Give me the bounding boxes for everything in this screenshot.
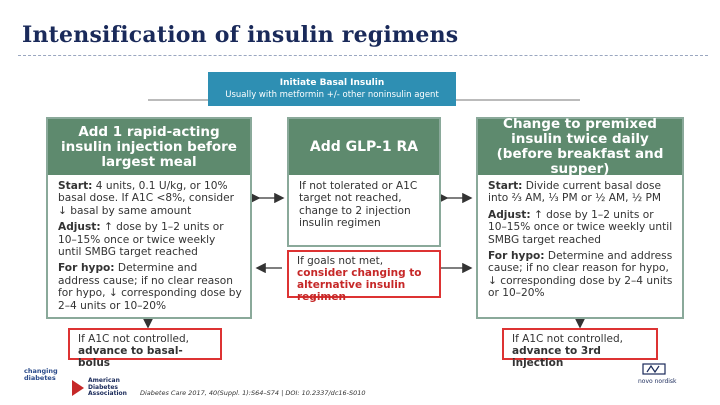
ada-triangle-icon [72,380,84,396]
column-glp1-header: Add GLP-1 RA [289,119,439,175]
ada-line3: Association [88,390,127,397]
ada-text: American Diabetes Association [88,377,127,398]
basal-bolus-line2: advance to basal-bolus [78,345,183,369]
start-text: Divide current basal dose into ⅔ AM, ⅓ P… [488,180,662,205]
alternative-regimen-box: If goals not met, consider changing to a… [287,250,441,303]
hypo-label: For hypo: [488,250,545,263]
hypo-text: Determine and address cause; if no clear… [58,262,242,312]
ada-line1: American [88,377,120,384]
adjust-text: ↑ dose by 1–2 units or 10–15% once or tw… [58,221,224,259]
novo-nordisk-text: novo nordisk [638,378,677,385]
initiate-basal-subtitle: Usually with metformin +/- other noninsu… [225,90,439,100]
page-title: Intensification of insulin regimens [22,22,459,48]
column-rapid-acting-header: Add 1 rapid-acting insulin injection bef… [48,119,250,175]
initiate-basal-box: Initiate Basal Insulin Usually with metf… [208,72,456,106]
changing-diabetes-text: changing diabetes [24,367,58,382]
adjust-label: Adjust: [488,208,531,221]
start-label: Start: [58,180,93,192]
title-divider [18,55,708,56]
basal-bolus-line1: If A1C not controlled, [78,333,189,345]
start-text: 4 units, 0.1 U/kg, or 10% basal dose. If… [58,180,234,217]
column-rapid-acting: Add 1 rapid-acting insulin injection bef… [46,117,252,319]
column-glp1-body: If not tolerated or A1C target not reach… [289,175,439,238]
column-glp1: Add GLP-1 RA If not tolerated or A1C tar… [287,117,441,247]
novo-nordisk-logo: novo nordisk [636,362,696,392]
adjust-text: ↑ dose by 1–2 units or 10–15% once or tw… [488,208,673,246]
third-injection-line2: advance to 3rd injection [512,345,601,369]
third-injection-line1: If A1C not controlled, [512,333,623,345]
changing-diabetes-logo: changing diabetes [24,368,68,381]
column-premixed-header: Change to premixed insulin twice daily (… [478,117,682,177]
start-label: Start: [488,180,523,192]
third-injection-box: If A1C not controlled, advance to 3rd in… [502,328,658,369]
adjust-label: Adjust: [58,221,101,234]
ada-logo: American Diabetes Association [70,377,132,402]
column-rapid-acting-body: Start: 4 units, 0.1 U/kg, or 10% basal d… [48,175,250,320]
basal-bolus-box: If A1C not controlled, advance to basal-… [68,328,222,369]
column-premixed-body: Start: Divide current basal dose into ⅔ … [478,175,682,308]
alternative-regimen-prefix: If goals not met, [297,255,384,267]
alternative-regimen-emphasis: consider changing to alternative insulin… [297,267,422,303]
hypo-label: For hypo: [58,262,115,275]
initiate-basal-title: Initiate Basal Insulin [279,78,385,88]
glp1-text: If not tolerated or A1C target not reach… [299,180,418,230]
hypo-text: Determine and address cause; if no clear… [488,250,673,300]
column-premixed: Change to premixed insulin twice daily (… [476,117,684,319]
novo-apis-bull-icon [642,363,666,375]
citation: Diabetes Care 2017, 40(Suppl. 1):S64–S74… [140,389,366,397]
ada-line2: Diabetes [88,383,118,391]
